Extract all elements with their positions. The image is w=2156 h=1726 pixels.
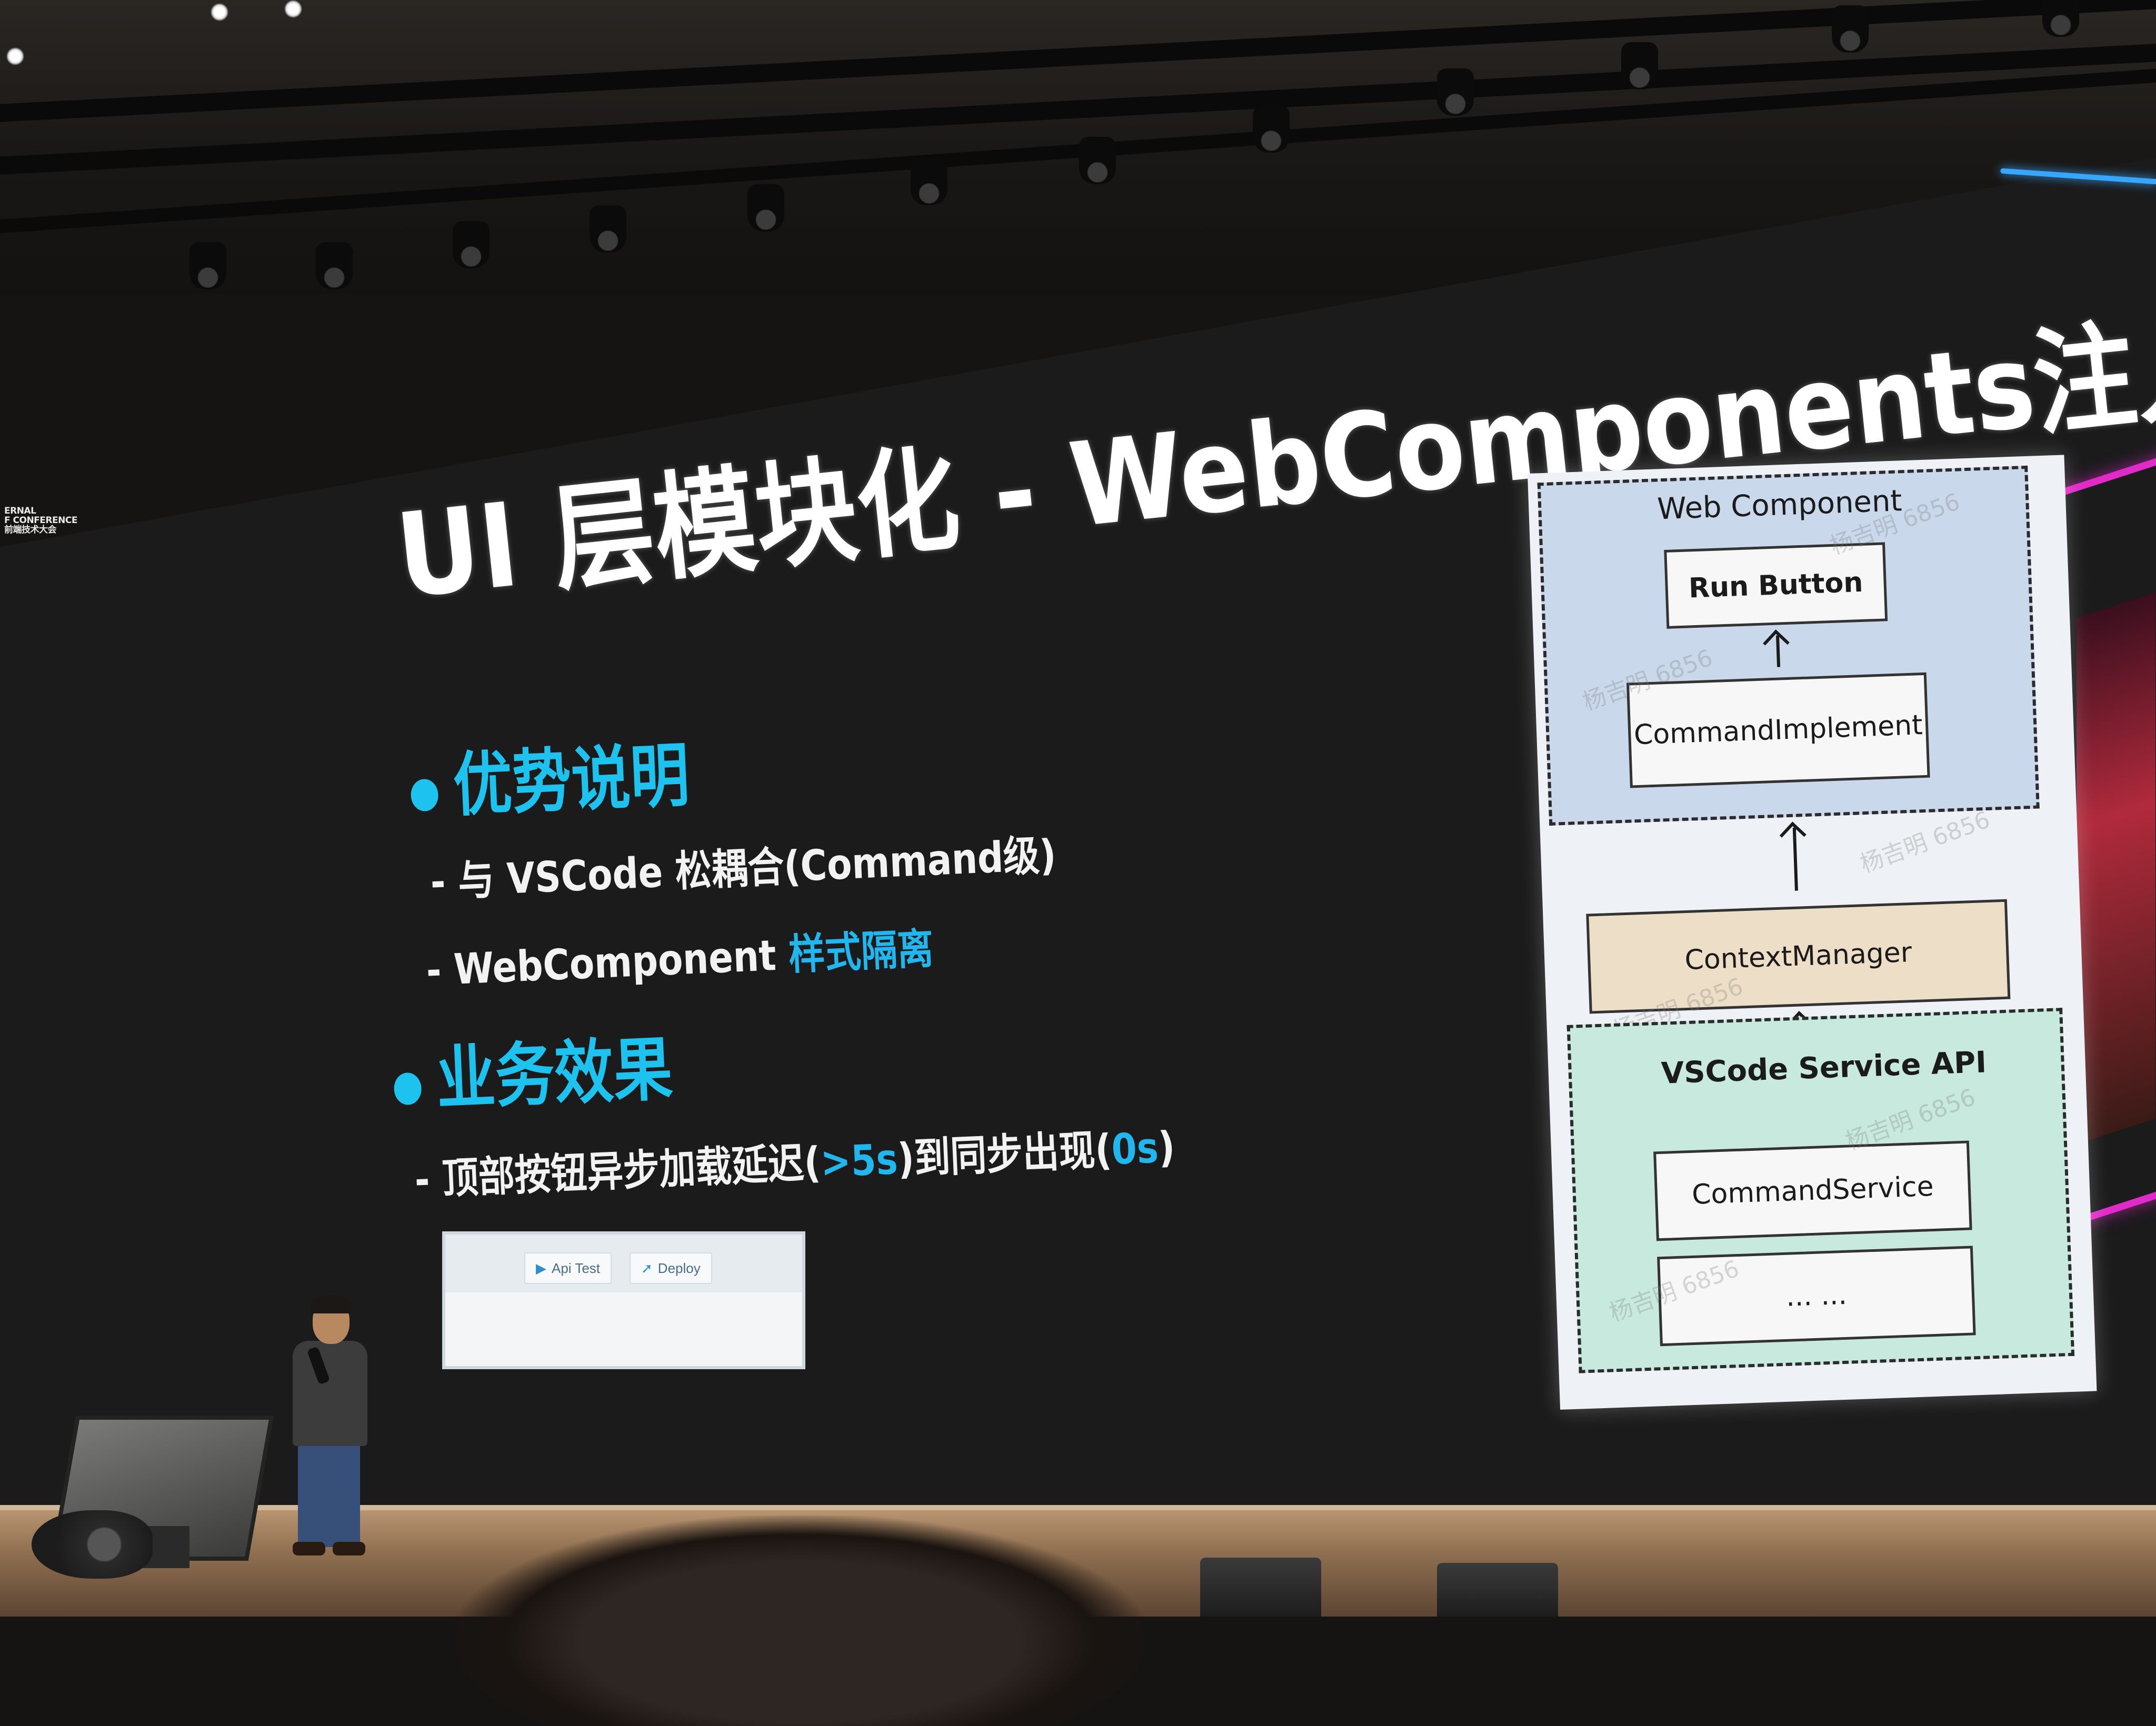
toolbar-screenshot: ▶ Api Test ➚Deploy (442, 1231, 805, 1369)
arrow-up (1776, 635, 1781, 667)
presenter-shoe (293, 1542, 325, 1556)
result-text: )到同步出现( (896, 1125, 1113, 1183)
vscode-service-label: VSCode Service API (1660, 1045, 1988, 1091)
result-highlight-before: >5s (819, 1135, 899, 1187)
conference-logo: ERNAL F CONFERENCE 前端技术大会 (4, 506, 77, 535)
stage-light (747, 184, 784, 232)
toolbar-bar (445, 1235, 802, 1292)
stage-light (1621, 42, 1658, 89)
deploy-label: Deploy (657, 1260, 701, 1276)
deploy-button[interactable]: ➚Deploy (630, 1252, 712, 1284)
result-highlight-after: 0s (1110, 1123, 1160, 1175)
arrow-up (1792, 827, 1798, 891)
stage-light (2042, 0, 2079, 37)
section-heading-text: 优势说明 (451, 735, 691, 827)
command-service-box: CommandService (1653, 1140, 1972, 1241)
command-implement-box: CommandImplement (1626, 672, 1930, 788)
api-test-button[interactable]: ▶ Api Test (524, 1252, 612, 1284)
presenter-body (293, 1341, 367, 1446)
play-icon: ▶ (536, 1260, 546, 1276)
floor-speaker (32, 1510, 153, 1579)
ceiling-spotlight (6, 47, 24, 65)
stage-monitor-speaker (1200, 1558, 1321, 1617)
stage-light (1437, 68, 1474, 116)
conference-logo-line: F CONFERENCE (4, 515, 77, 526)
run-button-box: Run Button (1664, 542, 1888, 629)
stage-light (316, 242, 353, 289)
section-heading-advantages: ●优势说明 (406, 719, 691, 832)
stage-monitor-speaker (1437, 1563, 1558, 1617)
result-text: ) (1157, 1122, 1176, 1172)
stage-light (189, 242, 226, 289)
presenter-shoe (333, 1542, 365, 1556)
stage-light (1079, 137, 1116, 184)
conference-logo-line: 前端技术大会 (4, 525, 56, 535)
web-component-group: Web Component Run Button CommandImplemen… (1537, 465, 2040, 826)
section-heading-results: ●业务效果 (390, 1013, 674, 1126)
rocket-icon: ➚ (641, 1260, 653, 1276)
stage-light (590, 205, 626, 253)
api-test-label: Api Test (552, 1260, 601, 1276)
ceiling-spotlight (211, 3, 228, 21)
bullet-dot: ● (391, 1060, 425, 1111)
conference-logo-line: ERNAL (4, 506, 36, 516)
presenter-legs (298, 1442, 360, 1547)
stage-light (1832, 5, 1869, 53)
audience-head (453, 1516, 1147, 1726)
section-heading-text: 业务效果 (434, 1028, 674, 1120)
bullet-dot: ● (407, 766, 442, 817)
vscode-service-group: VSCode Service API CommandService ... ..… (1566, 1008, 2075, 1373)
context-manager-box: ContextManager (1586, 899, 2011, 1014)
stage-light (911, 158, 947, 205)
stage-light (1253, 105, 1290, 153)
presenter-hair (311, 1296, 352, 1313)
stage-light (453, 221, 490, 268)
architecture-diagram: Web Component Run Button CommandImplemen… (1528, 455, 2097, 1410)
ceiling-spotlight (284, 0, 302, 18)
advantage-item-highlight: 样式隔离 (787, 924, 935, 979)
